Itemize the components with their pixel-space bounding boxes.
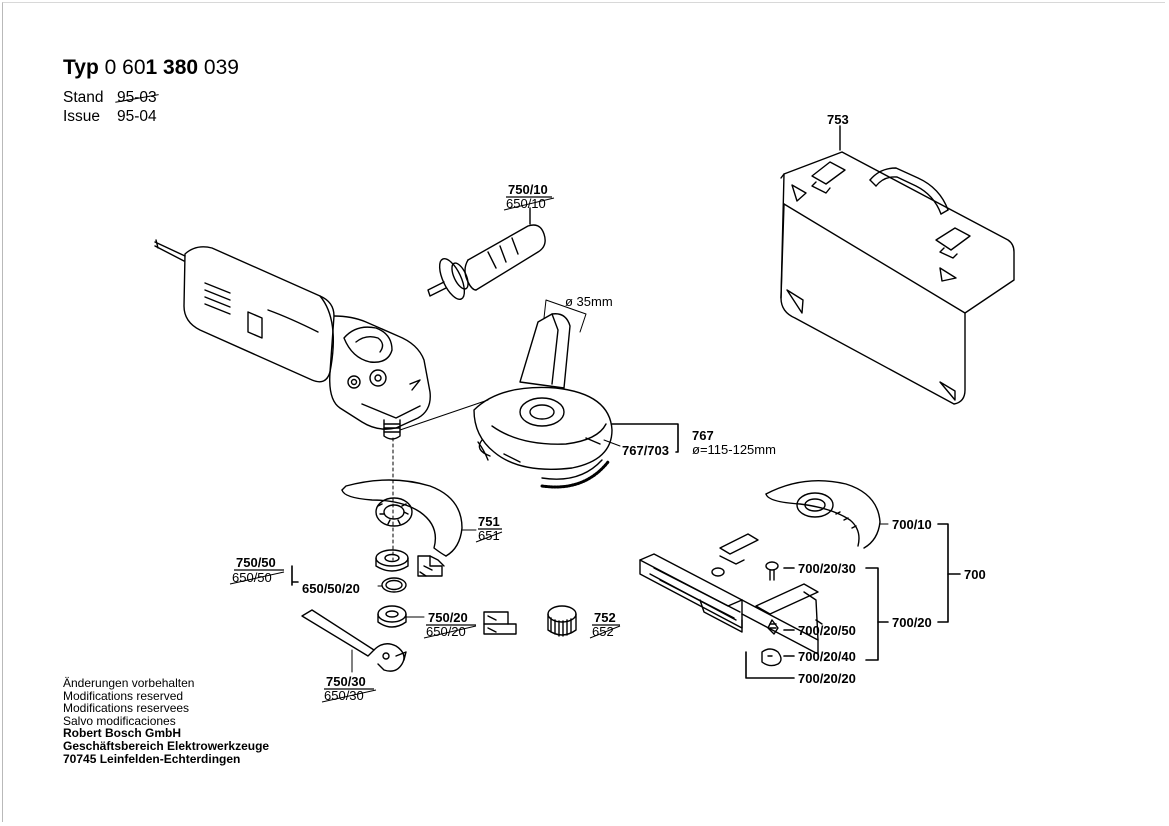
label-750-20: 750/20 bbox=[428, 610, 468, 625]
spanner-wrench bbox=[301, 609, 407, 672]
leader-767-703 bbox=[603, 439, 621, 447]
screw-small bbox=[711, 567, 725, 577]
clamping-nut bbox=[377, 605, 407, 628]
cutting-guide-frame bbox=[639, 533, 823, 655]
company-name: Robert Bosch GmbH bbox=[63, 726, 182, 741]
label-750-10: 750/10 bbox=[508, 182, 548, 197]
typ-number-suffix: 039 bbox=[203, 56, 239, 79]
note-es: Salvo modificaciones bbox=[63, 713, 176, 728]
stand-row: Stand 95-03 bbox=[63, 89, 157, 107]
label-650-50: 650/50 bbox=[232, 570, 272, 585]
label-700-10: 700/10 bbox=[892, 517, 932, 532]
typ-number-mid: 1 380 bbox=[145, 56, 199, 79]
label-767-703: 767/703 bbox=[622, 443, 669, 458]
carrying-case bbox=[780, 151, 1015, 405]
issue-value: 95-04 bbox=[117, 108, 157, 125]
wing-nut-700-20-40 bbox=[761, 648, 782, 667]
dust-extraction-guard bbox=[473, 313, 613, 489]
label-dia-35mm: ø 35mm bbox=[565, 294, 613, 309]
typ-label: Typ bbox=[63, 56, 99, 79]
label-750-50: 750/50 bbox=[236, 555, 276, 570]
label-753: 753 bbox=[827, 112, 849, 127]
company-division: Geschäftsbereich Elektrowerkzeuge bbox=[63, 738, 270, 753]
issue-label: Issue bbox=[63, 108, 101, 125]
leader-767 bbox=[611, 423, 679, 453]
o-ring-inner bbox=[385, 579, 403, 591]
quick-clamp-nut bbox=[547, 605, 577, 637]
nut-700-20-50 bbox=[767, 619, 779, 635]
axis-guard-line bbox=[399, 399, 489, 431]
note-fr: Modifications reservees bbox=[63, 701, 190, 716]
clamping-nut-sectional bbox=[483, 611, 517, 635]
label-700-20-30: 700/20/30 bbox=[798, 561, 856, 576]
footer-notes: Änderungen vorbehalten Modifications res… bbox=[63, 677, 269, 765]
label-underlines bbox=[234, 196, 620, 690]
company-address: 70745 Leinfelden-Echterdingen bbox=[63, 751, 241, 766]
label-700-20-40: 700/20/40 bbox=[798, 649, 856, 664]
label-751: 751 bbox=[478, 514, 500, 529]
label-700-20-50: 700/20/50 bbox=[798, 623, 856, 638]
assembly-700-brackets bbox=[745, 523, 961, 679]
part-labels: 753 750/10 650/10 ø 35mm 767 767/703 ø=1… bbox=[232, 112, 986, 703]
stand-label: Stand bbox=[63, 89, 104, 106]
label-700: 700 bbox=[964, 567, 986, 582]
flange-upper bbox=[375, 549, 409, 572]
side-handle bbox=[427, 224, 546, 300]
type-heading: Typ 0 601 380 039 bbox=[63, 56, 239, 80]
issue-row: Issue 95-04 bbox=[63, 108, 157, 126]
label-650-20: 650/20 bbox=[426, 624, 466, 639]
leader-750-50-bracket bbox=[291, 565, 299, 586]
label-700-20-20: 700/20/20 bbox=[798, 671, 856, 686]
note-de: Änderungen vorbehalten bbox=[63, 676, 195, 690]
label-650-30: 650/30 bbox=[324, 688, 364, 703]
stand-value: 95-03 bbox=[117, 89, 157, 106]
label-700-20: 700/20 bbox=[892, 615, 932, 630]
dimension-35mm bbox=[543, 299, 587, 333]
label-651: 651 bbox=[478, 528, 500, 543]
label-752: 752 bbox=[594, 610, 616, 625]
label-767: 767 bbox=[692, 428, 714, 443]
label-750-30: 750/30 bbox=[326, 674, 366, 689]
label-652: 652 bbox=[592, 624, 614, 639]
strike-marks bbox=[229, 197, 621, 703]
screw-700-20-30 bbox=[765, 561, 779, 581]
label-650-50-20: 650/50/20 bbox=[302, 581, 360, 596]
angle-grinder bbox=[154, 239, 431, 440]
protective-guard bbox=[341, 479, 463, 557]
flange-upper-sectional bbox=[417, 555, 445, 577]
label-650-10: 650/10 bbox=[506, 196, 546, 211]
o-ring bbox=[381, 577, 407, 593]
cutting-guard bbox=[765, 480, 881, 549]
note-en: Modifications reserved bbox=[63, 688, 184, 703]
label-dia-115-125mm: ø=115-125mm bbox=[692, 442, 776, 457]
typ-number-prefix: 0 60 bbox=[104, 56, 146, 79]
